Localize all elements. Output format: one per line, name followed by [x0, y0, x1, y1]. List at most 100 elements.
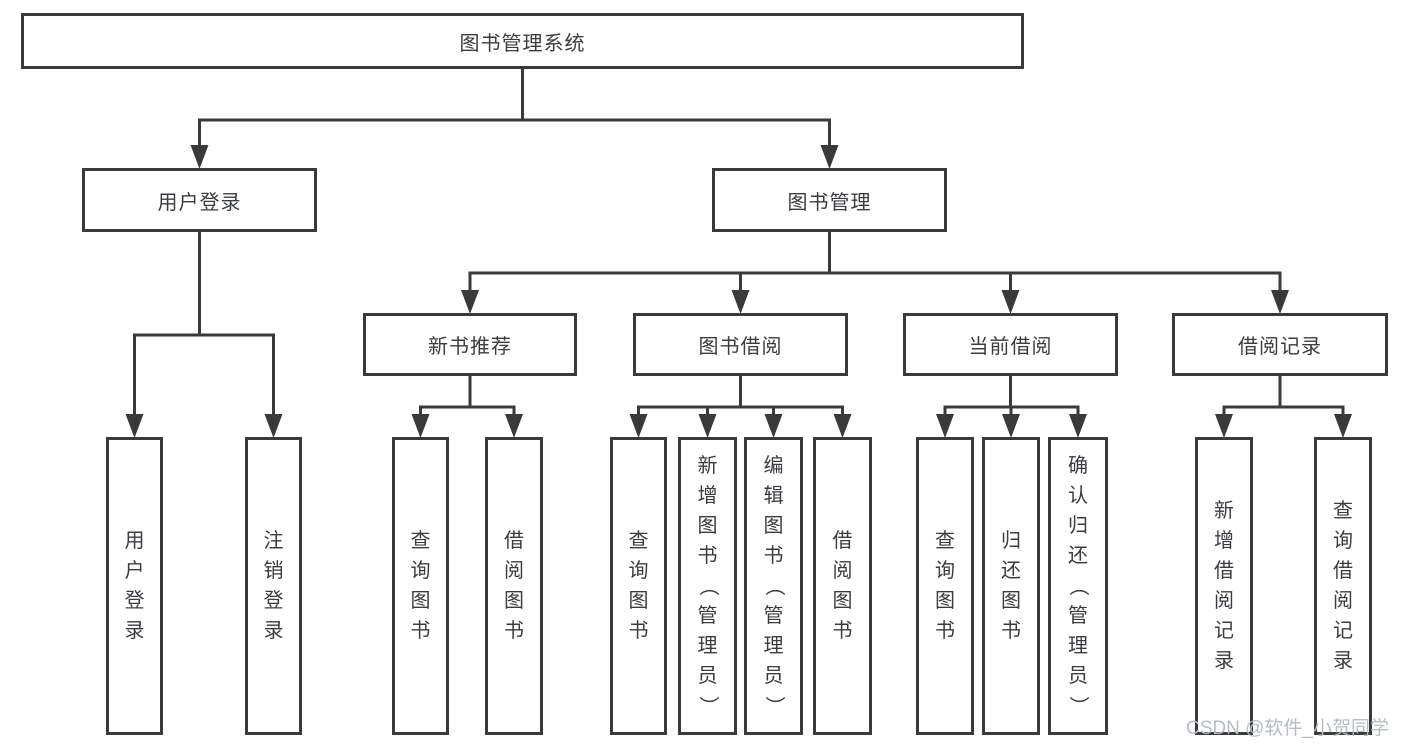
node-label-char: 借 [504, 530, 524, 552]
arrowhead [264, 414, 283, 438]
node-leaf-return-book: 归还图书 [982, 437, 1040, 735]
node-label-char: 新 [1214, 500, 1234, 522]
node-label-char: 还 [1001, 560, 1021, 582]
node-label-char: 询 [410, 560, 431, 582]
node-leaf-borrow-book-2: 借阅图书 [813, 437, 872, 735]
node-label-char: 记 [1214, 620, 1234, 642]
arrowhead [936, 414, 954, 438]
node-leaf-query-book-1: 查询图书 [392, 437, 449, 735]
node-label-char: 书 [935, 620, 955, 642]
node-label: 图书管理系统 [459, 32, 586, 55]
node-label: 用户登录 [157, 191, 242, 214]
node-label-char: （ [762, 576, 785, 596]
node-label-char: 阅 [832, 560, 853, 582]
node-leaf-add-record: 新增借阅记录 [1195, 437, 1253, 735]
node-root: 图书管理系统 [21, 13, 1024, 69]
node-label-char: 增 [1214, 530, 1234, 552]
node-label-char: 归 [1001, 530, 1021, 552]
node-label-char: 销 [263, 560, 284, 582]
node-label-char: 查 [628, 530, 649, 552]
arrowhead [1001, 290, 1020, 314]
node-label-char: 登 [124, 590, 145, 612]
arrowhead [764, 414, 783, 438]
node-leaf-query-book-2: 查询图书 [610, 437, 667, 735]
node-label-char: 图 [832, 590, 853, 612]
node-label-char: 查 [1333, 500, 1353, 522]
node-book-borrow: 图书借阅 [633, 313, 848, 376]
node-label-char: 图 [628, 590, 649, 612]
node-label-char: 书 [697, 545, 718, 567]
node-label-char: 询 [628, 560, 649, 582]
node-label-char: 阅 [1333, 590, 1353, 612]
node-label-char: 注 [263, 530, 284, 552]
node-current-borrow: 当前借阅 [903, 313, 1118, 376]
node-label-char: 图 [935, 590, 955, 612]
node-leaf-logout: 注销登录 [245, 437, 302, 735]
node-label-char: 管 [697, 605, 718, 627]
node-label-char: 辑 [763, 485, 784, 507]
node-label-char: 书 [504, 620, 524, 642]
node-label-char: 新 [697, 455, 718, 477]
arrowhead [820, 145, 839, 169]
node-label-char: 书 [1001, 620, 1021, 642]
arrowhead [461, 290, 479, 314]
node-label: 新书推荐 [428, 336, 512, 358]
arrowhead [731, 290, 750, 314]
arrowhead [1215, 414, 1233, 438]
node-label-char: 查 [935, 530, 955, 552]
node-label-char: 理 [763, 635, 784, 657]
node-borrow-records: 借阅记录 [1172, 313, 1388, 376]
node-label-char: 询 [935, 560, 955, 582]
node-label-char: 用 [124, 530, 145, 552]
node-leaf-edit-book: 编辑图书（管理员） [744, 437, 803, 735]
node-label-char: 归 [1068, 515, 1088, 537]
node-label-char: （ [696, 576, 719, 596]
node-label-char: 员 [1068, 665, 1088, 687]
node-label-char: （ [1067, 576, 1089, 596]
node-label-char: 图 [763, 515, 784, 537]
node-leaf-confirm-return: 确认归还（管理员） [1048, 437, 1108, 735]
node-label-char: 图 [504, 590, 524, 612]
arrowhead [833, 414, 852, 438]
node-leaf-query-record: 查询借阅记录 [1314, 437, 1372, 735]
arrowhead [629, 414, 648, 438]
node-label-char: 借 [1214, 560, 1234, 582]
node-label-char: 阅 [1214, 590, 1234, 612]
node-label-char: 图 [697, 515, 718, 537]
arrowhead [1334, 414, 1352, 438]
node-label-char: 借 [1333, 560, 1353, 582]
node-leaf-user-login: 用户登录 [106, 437, 163, 735]
node-label: 借阅记录 [1238, 336, 1322, 358]
node-label-char: 书 [832, 620, 853, 642]
node-label-char: 图 [1001, 590, 1021, 612]
node-label-char: 还 [1068, 545, 1088, 567]
node-new-book-rec: 新书推荐 [363, 313, 577, 376]
node-label-char: ） [1067, 696, 1089, 716]
arrowhead [698, 414, 717, 438]
node-label: 图书借阅 [698, 336, 783, 358]
node-label-char: 登 [263, 590, 284, 612]
node-label-char: 借 [832, 530, 853, 552]
node-leaf-borrow-book-1: 借阅图书 [485, 437, 543, 735]
node-label-char: 管 [1068, 605, 1088, 627]
watermark: CSDN @软件_小贺同学 [1186, 718, 1389, 739]
arrowhead [1271, 290, 1289, 314]
node-label-char: 户 [124, 560, 145, 582]
node-label-char: 认 [1068, 485, 1088, 507]
node-label-char: 询 [1333, 530, 1353, 552]
node-label-char: 书 [628, 620, 649, 642]
node-label-char: 编 [763, 455, 784, 477]
node-label-char: 录 [1333, 650, 1353, 672]
node-leaf-add-book: 新增图书（管理员） [678, 437, 737, 735]
node-label-char: 录 [263, 620, 284, 642]
node-label-char: 记 [1333, 620, 1353, 642]
arrowhead [190, 145, 209, 169]
node-label-char: 录 [124, 620, 145, 642]
node-label: 当前借阅 [968, 336, 1053, 358]
node-label-char: 员 [697, 665, 718, 687]
node-label-char: ） [696, 696, 719, 716]
arrowhead [1002, 414, 1020, 438]
arrowhead [411, 414, 430, 438]
